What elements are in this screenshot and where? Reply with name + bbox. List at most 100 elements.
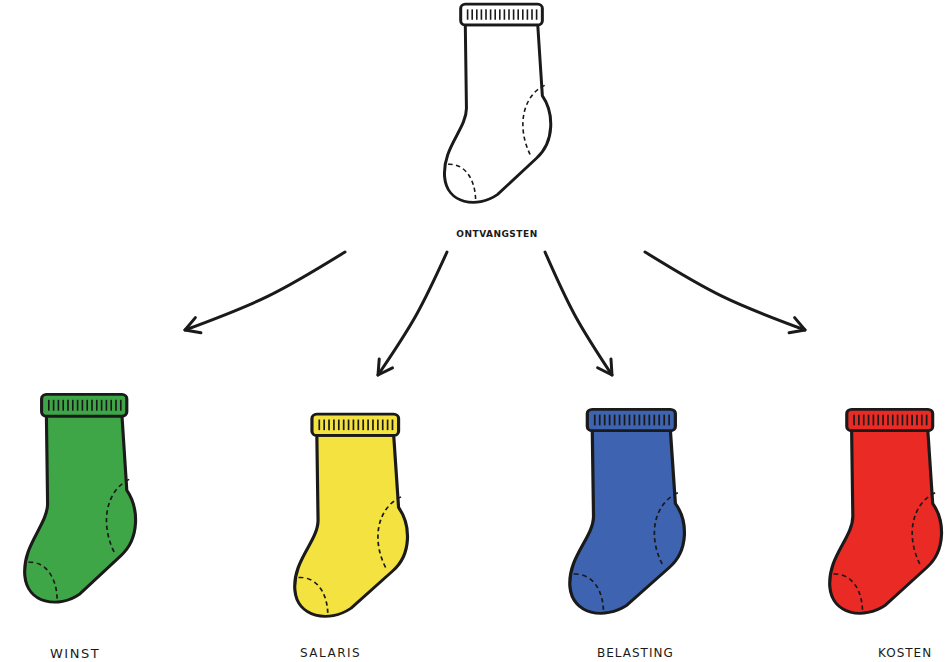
cuff-rib	[348, 420, 350, 431]
sock-illustration	[565, 405, 689, 619]
sock-cuff	[42, 394, 127, 416]
cuff-rib	[343, 420, 345, 431]
sock-cuff	[587, 409, 675, 430]
cuff-rib	[467, 9, 469, 19]
cuff-rib	[906, 415, 908, 426]
cuff-rib	[517, 9, 519, 19]
sock-illustration	[290, 410, 412, 622]
cuff-rib	[527, 9, 529, 19]
sock-node: WINST	[10, 330, 190, 662]
cuff-rib	[873, 415, 875, 426]
cuff-rib	[882, 415, 884, 426]
toe-seam	[28, 562, 57, 601]
cuff-rib	[96, 400, 98, 411]
sock-cuff	[847, 409, 933, 430]
cuff-rib	[494, 9, 496, 19]
sock-label: WINST	[50, 646, 170, 661]
cuff-rib	[67, 400, 69, 411]
cuff-rib	[624, 415, 626, 426]
arrow-connector	[645, 252, 805, 330]
sock-label: KOSTEN	[878, 646, 946, 660]
cuff-rib	[858, 415, 860, 426]
cuff-rib	[513, 9, 515, 19]
cuff-rib	[72, 400, 74, 411]
heel-seam	[378, 497, 401, 569]
cuff-rib	[490, 9, 492, 19]
cuff-rib	[106, 400, 108, 411]
cuff-rib	[609, 415, 611, 426]
cuff-rib	[536, 9, 538, 19]
arrow-connector	[545, 252, 612, 375]
cuff-rib	[471, 9, 473, 19]
cuff-rib	[333, 420, 335, 431]
cuff-rib	[382, 420, 384, 431]
cuff-rib	[911, 415, 913, 426]
cuff-rib	[902, 415, 904, 426]
cuff-rib	[82, 400, 84, 411]
cuff-rib	[392, 420, 394, 431]
cuff-rib	[387, 420, 389, 431]
cuff-rib	[604, 415, 606, 426]
cuff-rib	[357, 420, 359, 431]
cuff-rib	[634, 415, 636, 426]
sock-body	[25, 416, 136, 602]
cuff-rib	[892, 415, 894, 426]
cuff-rib	[120, 400, 122, 411]
sock-label: SALARIS	[300, 646, 420, 660]
cuff-rib	[362, 420, 364, 431]
sock-illustration	[825, 405, 946, 619]
cuff-rib	[377, 420, 379, 431]
cuff-rib	[110, 400, 112, 411]
toe-seam	[299, 577, 328, 615]
arrow-connector	[185, 252, 345, 330]
cuff-rib	[318, 420, 320, 431]
cuff-rib	[897, 415, 899, 426]
cuff-rib	[531, 9, 533, 19]
sock-body	[570, 431, 685, 614]
cuff-rib	[328, 420, 330, 431]
heel-seam	[106, 479, 129, 553]
cuff-rib	[508, 9, 510, 19]
heel-seam	[523, 85, 545, 156]
heel-seam	[654, 493, 677, 566]
cuff-rib	[619, 415, 621, 426]
cuff-rib	[338, 420, 340, 431]
cuff-rib	[629, 415, 631, 426]
sock-body	[295, 435, 408, 616]
cuff-rib	[101, 400, 103, 411]
cuff-rib	[115, 400, 117, 411]
cuff-rib	[58, 400, 60, 411]
cuff-rib	[877, 415, 879, 426]
cuff-rib	[921, 415, 923, 426]
cuff-rib	[639, 415, 641, 426]
sock-node: KOSTEN	[800, 330, 946, 662]
cuff-rib	[323, 420, 325, 431]
cuff-rib	[476, 9, 478, 19]
cuff-rib	[916, 415, 918, 426]
sock-label: BELASTING	[597, 646, 697, 660]
cuff-rib	[668, 415, 670, 426]
cuff-rib	[504, 9, 506, 19]
cuff-rib	[372, 420, 374, 431]
sock-node: BELASTING	[560, 375, 700, 662]
cuff-rib	[653, 415, 655, 426]
sock-node: ONTVANGSTEN	[330, 0, 660, 252]
cuff-rib	[658, 415, 660, 426]
cuff-rib	[62, 400, 64, 411]
arrow-connector	[378, 252, 447, 375]
cuff-rib	[863, 415, 865, 426]
toe-seam	[833, 574, 862, 613]
cuff-rib	[53, 400, 55, 411]
cuff-rib	[48, 400, 50, 411]
cuff-rib	[77, 400, 79, 411]
cuff-rib	[481, 9, 483, 19]
toe-seam	[448, 164, 476, 201]
cuff-rib	[353, 420, 355, 431]
sock-body	[830, 431, 942, 614]
cuff-rib	[853, 415, 855, 426]
cuff-rib	[86, 400, 88, 411]
cuff-rib	[868, 415, 870, 426]
cuff-rib	[614, 415, 616, 426]
cuff-rib	[522, 9, 524, 19]
